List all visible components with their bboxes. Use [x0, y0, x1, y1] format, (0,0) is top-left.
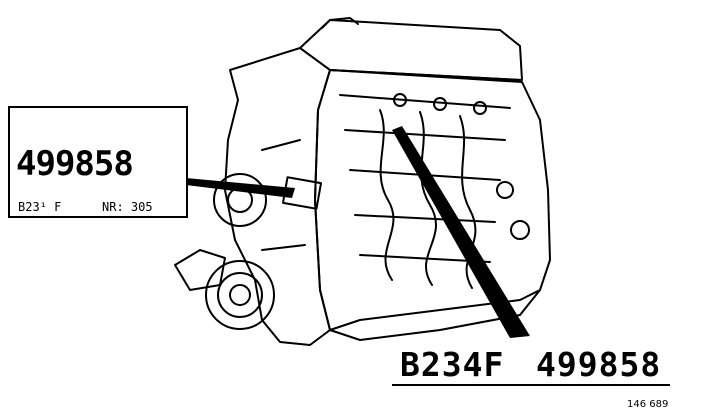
stamp-engine-number: 499858 — [536, 345, 662, 384]
timing-cover — [224, 47, 331, 346]
pointer-to-label — [186, 178, 295, 198]
oil-pan — [329, 289, 541, 341]
engine-label-plate: 499858 B23¹ F NR: 305 — [8, 106, 188, 218]
figure-reference: 146 689 — [627, 399, 669, 410]
label-model-code: B23¹ F — [18, 200, 62, 214]
water-pump — [213, 173, 267, 227]
pointer-to-stamp — [392, 126, 530, 338]
label-engine-number: 499858 — [16, 144, 134, 184]
stamp-engine-type: B234F — [400, 345, 505, 384]
crank-pulley — [205, 260, 275, 330]
label-serial-text: NR: 305 — [102, 200, 153, 214]
stamp-underline — [392, 384, 670, 386]
block-stamp: B234F 499858 — [392, 345, 670, 385]
